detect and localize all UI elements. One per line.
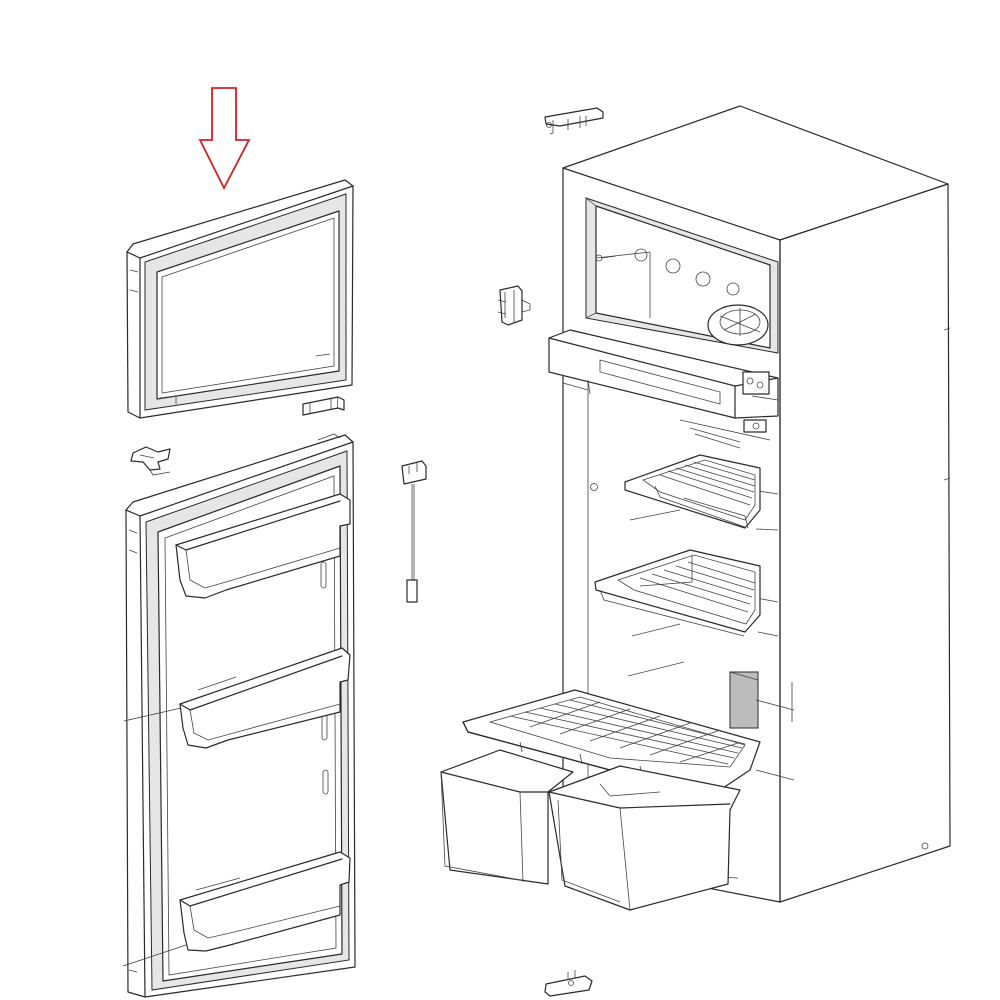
hinge-bracket[interactable]: [130, 446, 171, 476]
crisper-drawer-left[interactable]: [440, 749, 574, 885]
door-shelf-bottom[interactable]: [179, 851, 351, 952]
highlight-arrow-icon: [198, 87, 251, 190]
glass-shelf-lower[interactable]: [594, 549, 761, 637]
fridge-cabinet[interactable]: [548, 105, 951, 903]
top-hinge[interactable]: [544, 107, 604, 135]
glass-shelf-upper[interactable]: [624, 454, 761, 529]
middle-hinge[interactable]: [302, 396, 345, 416]
bottom-hinge[interactable]: [544, 970, 593, 997]
crisper-drawer-right[interactable]: [548, 765, 741, 911]
door-shelf-middle[interactable]: [179, 647, 351, 749]
crisper-cover-shelf[interactable]: [462, 689, 761, 791]
door-switch[interactable]: [497, 285, 531, 326]
freezer-door[interactable]: [126, 179, 354, 419]
door-shelf-top[interactable]: [175, 493, 351, 599]
temperature-sensor[interactable]: [401, 460, 427, 603]
